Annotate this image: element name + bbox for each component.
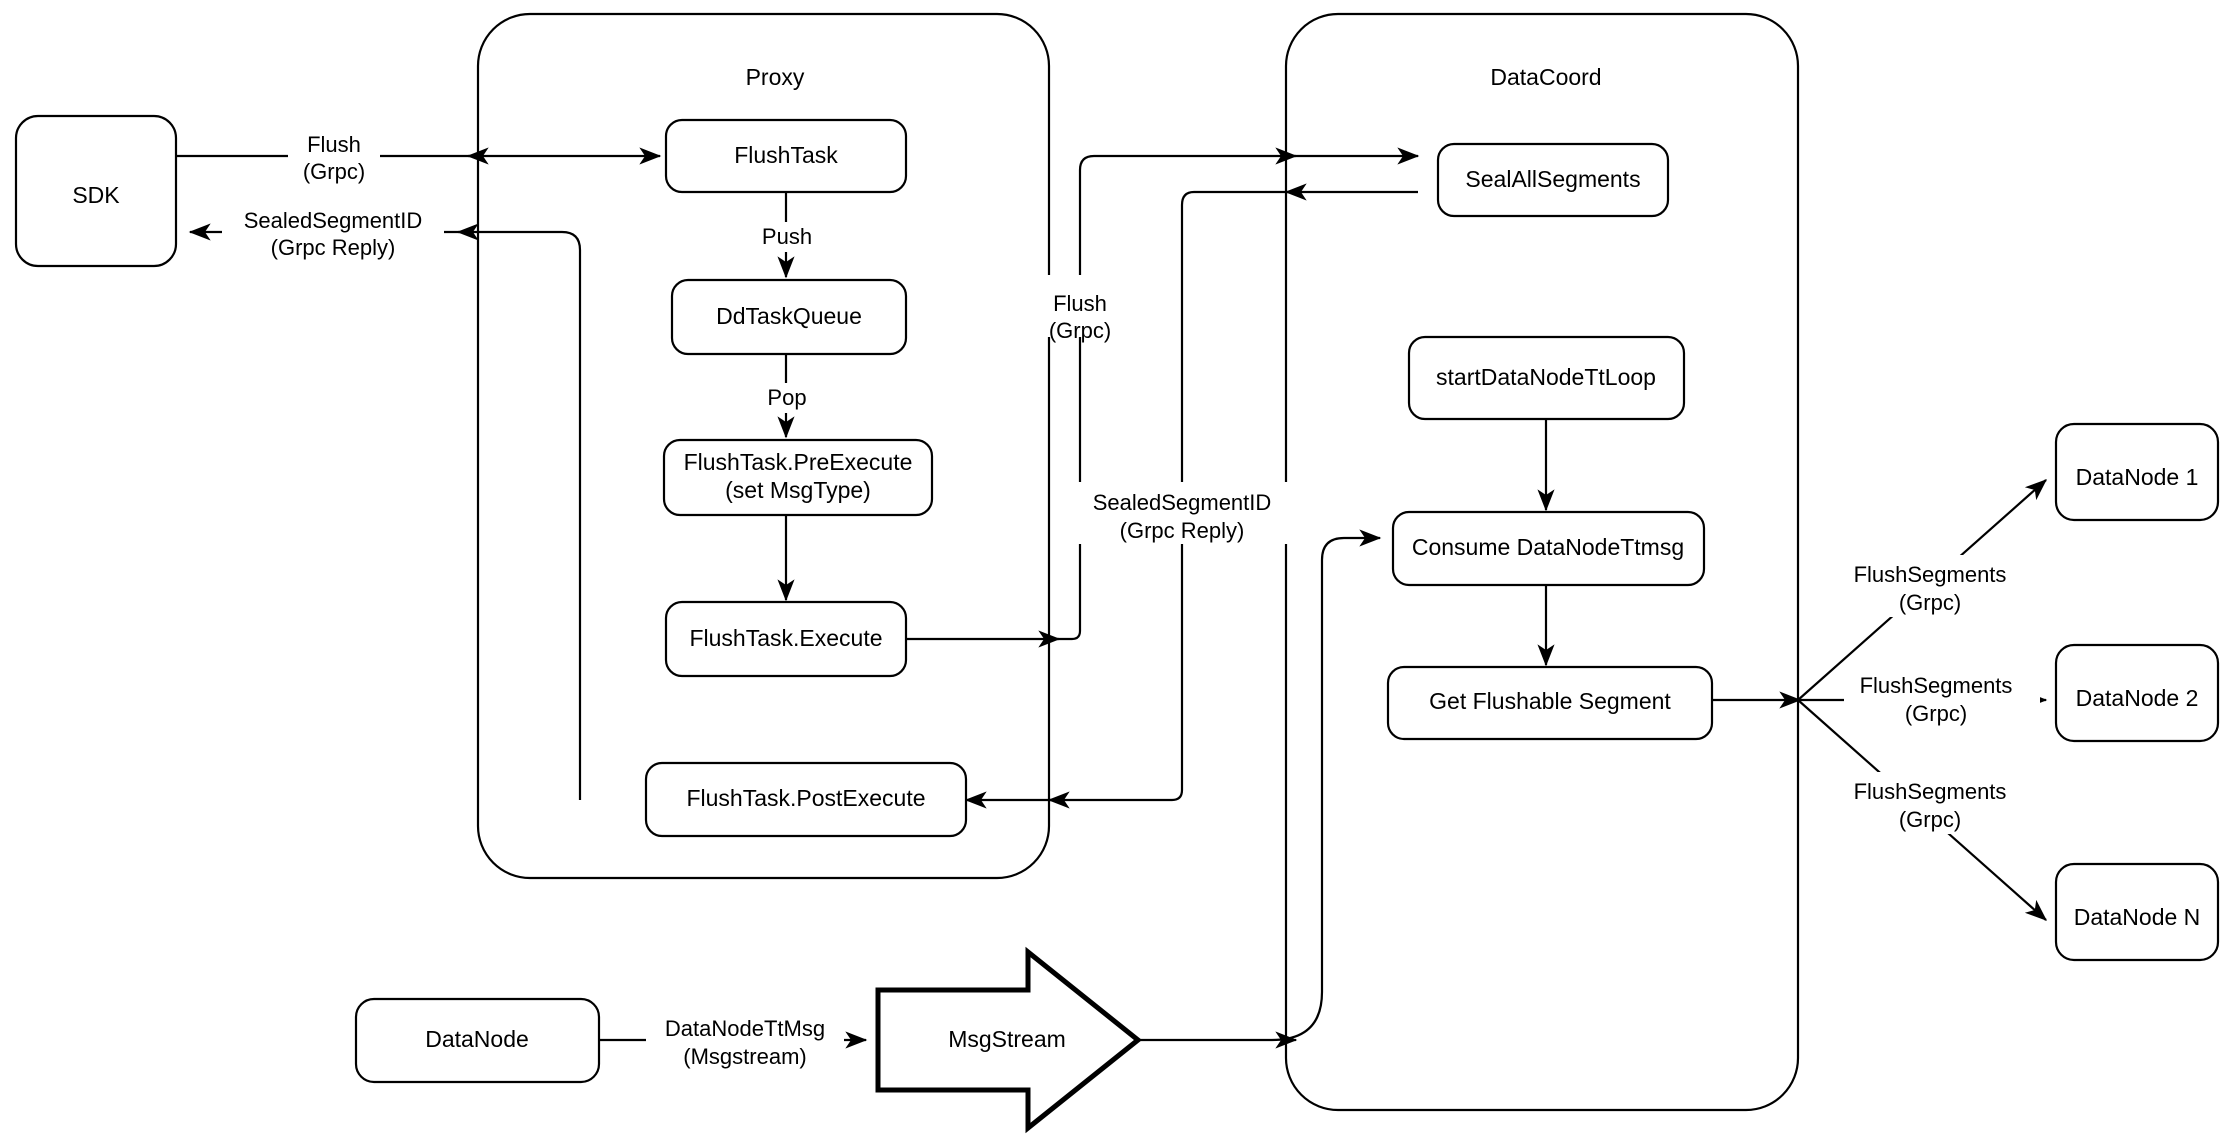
label-plate	[754, 383, 820, 413]
node-flushtask-postexecute[interactable]: FlushTask.PostExecute	[644, 761, 968, 838]
label-plate	[1072, 482, 1292, 544]
preexecute-label-line1: FlushTask.PreExecute	[684, 449, 913, 475]
edge-label-flushsegments-3: FlushSegments (Grpc)	[1838, 772, 2034, 834]
label-plate	[748, 222, 826, 252]
node-seal-all-segments[interactable]: SealAllSegments	[1436, 142, 1670, 218]
datanoden-box[interactable]	[2054, 862, 2220, 962]
postexecute-label: FlushTask.PostExecute	[686, 785, 925, 811]
flushsegments3-label-line2: (Grpc)	[1899, 807, 1961, 832]
label-plate	[646, 1010, 844, 1072]
pop-label: Pop	[767, 385, 806, 410]
ddtaskqueue-label: DdTaskQueue	[716, 303, 862, 329]
node-dd-task-queue[interactable]: DdTaskQueue	[670, 278, 908, 356]
startdatanodettloop-box[interactable]	[1407, 335, 1686, 421]
sealallsegments-box[interactable]	[1436, 142, 1670, 218]
label-plate	[1034, 275, 1126, 337]
datacoord-container-border	[1284, 12, 1800, 1112]
flushsegments3-label-line1: FlushSegments	[1854, 779, 2007, 804]
node-flushtask-execute[interactable]: FlushTask.Execute	[664, 600, 908, 678]
datanode1-box[interactable]	[2054, 422, 2220, 522]
execute-label: FlushTask.Execute	[689, 625, 882, 651]
datacoord-flush-label-line2: (Grpc)	[1049, 318, 1111, 343]
msgstream-label: MsgStream	[948, 1026, 1066, 1052]
flushsegments2-label-line2: (Grpc)	[1905, 701, 1967, 726]
edge-label-push: Push	[748, 222, 826, 252]
datanoden-label: DataNode N	[2074, 904, 2201, 930]
sdk-flush-label-line2: (Grpc)	[303, 159, 365, 184]
getflushablesegment-label: Get Flushable Segment	[1429, 688, 1671, 714]
node-msgstream[interactable]: MsgStream	[875, 946, 1143, 1134]
node-datanode-n[interactable]: DataNode N	[2054, 862, 2220, 962]
consumedatanodettmsg-label: Consume DataNodeTtmsg	[1412, 534, 1684, 560]
node-datanode-2[interactable]: DataNode 2	[2054, 643, 2220, 743]
datacoord-flush-label-line1: Flush	[1053, 291, 1107, 316]
flushsegments2-label-line1: FlushSegments	[1860, 673, 2013, 698]
group-proxy: Proxy	[476, 12, 1051, 880]
getflushablesegment-box[interactable]	[1386, 665, 1714, 741]
edge-label-sealedsegmentid-datacoord: SealedSegmentID (Grpc Reply)	[1072, 482, 1292, 544]
sdk-reply-label-line1: SealedSegmentID	[244, 208, 423, 233]
flushsegments1-label-line2: (Grpc)	[1899, 590, 1961, 615]
push-label: Push	[762, 224, 812, 249]
edge-label-flushsegments-1: FlushSegments (Grpc)	[1838, 555, 2034, 617]
edge-label-sealedsegmentid-sdk: SealedSegmentID (Grpc Reply)	[222, 202, 444, 264]
edge-label-datanode-ttmsg: DataNodeTtMsg (Msgstream)	[646, 1010, 844, 1072]
preexecute-box[interactable]	[662, 438, 934, 517]
flushtask-label: FlushTask	[734, 142, 838, 168]
node-start-datanode-tt-loop[interactable]: startDataNodeTtLoop	[1407, 335, 1686, 421]
edge-proxy-to-sdk	[188, 223, 582, 800]
edge-label-flush-grpc-sdk: Flush (Grpc)	[288, 126, 380, 188]
node-flushtask-preexecute[interactable]: FlushTask.PreExecute (set MsgType)	[662, 438, 934, 517]
proxy-group-label: Proxy	[746, 64, 805, 90]
consumedatanodettmsg-box[interactable]	[1391, 510, 1706, 587]
label-plate	[288, 126, 380, 188]
proxy-container-border	[476, 12, 1051, 880]
datanode-source-box[interactable]	[354, 997, 601, 1084]
label-plate	[222, 202, 444, 264]
sdk-box[interactable]	[14, 114, 178, 268]
edge-execute-to-sealallsegments	[906, 147, 1420, 641]
group-datacoord: DataCoord	[1284, 12, 1800, 1112]
sdk-label: SDK	[72, 182, 120, 208]
node-consume-datanode-ttmsg[interactable]: Consume DataNodeTtmsg	[1391, 510, 1706, 587]
label-plate	[1838, 772, 2034, 834]
flushtask-box[interactable]	[664, 118, 908, 194]
node-datanode-source[interactable]: DataNode	[354, 997, 601, 1084]
edge-label-flush-grpc-datacoord: Flush (Grpc)	[1034, 275, 1126, 343]
startdatanodettloop-label: startDataNodeTtLoop	[1436, 364, 1656, 390]
datanodettmsg-label-line1: DataNodeTtMsg	[665, 1016, 825, 1041]
edge-label-flushsegments-2: FlushSegments (Grpc)	[1844, 666, 2040, 728]
execute-box[interactable]	[664, 600, 908, 678]
label-plate	[1838, 555, 2034, 617]
msgstream-arrow-shape[interactable]	[875, 946, 1143, 1134]
sealallsegments-label: SealAllSegments	[1465, 166, 1640, 192]
datanode2-label: DataNode 2	[2076, 685, 2199, 711]
datacoord-reply-label-line2: (Grpc Reply)	[1120, 518, 1245, 543]
edge-label-pop: Pop	[754, 383, 820, 413]
node-get-flushable-segment[interactable]: Get Flushable Segment	[1386, 665, 1714, 741]
datacoord-group-label: DataCoord	[1490, 64, 1601, 90]
flushsegments1-label-line1: FlushSegments	[1854, 562, 2007, 587]
node-datanode-1[interactable]: DataNode 1	[2054, 422, 2220, 522]
datanode2-box[interactable]	[2054, 643, 2220, 743]
label-plate	[1844, 666, 2040, 728]
node-flush-task[interactable]: FlushTask	[664, 118, 908, 194]
ddtaskqueue-box[interactable]	[670, 278, 908, 356]
datacoord-reply-label-line1: SealedSegmentID	[1093, 490, 1272, 515]
datanode1-label: DataNode 1	[2076, 464, 2199, 490]
datanodettmsg-label-line2: (Msgstream)	[683, 1044, 806, 1069]
node-sdk[interactable]: SDK	[14, 114, 178, 268]
sdk-flush-label-line1: Flush	[307, 132, 361, 157]
postexecute-box[interactable]	[644, 761, 968, 838]
sdk-reply-label-line2: (Grpc Reply)	[271, 235, 396, 260]
edge-msgstream-to-consume	[1138, 529, 1382, 1042]
preexecute-label-line2: (set MsgType)	[725, 477, 871, 503]
datanode-source-label: DataNode	[425, 1026, 529, 1052]
